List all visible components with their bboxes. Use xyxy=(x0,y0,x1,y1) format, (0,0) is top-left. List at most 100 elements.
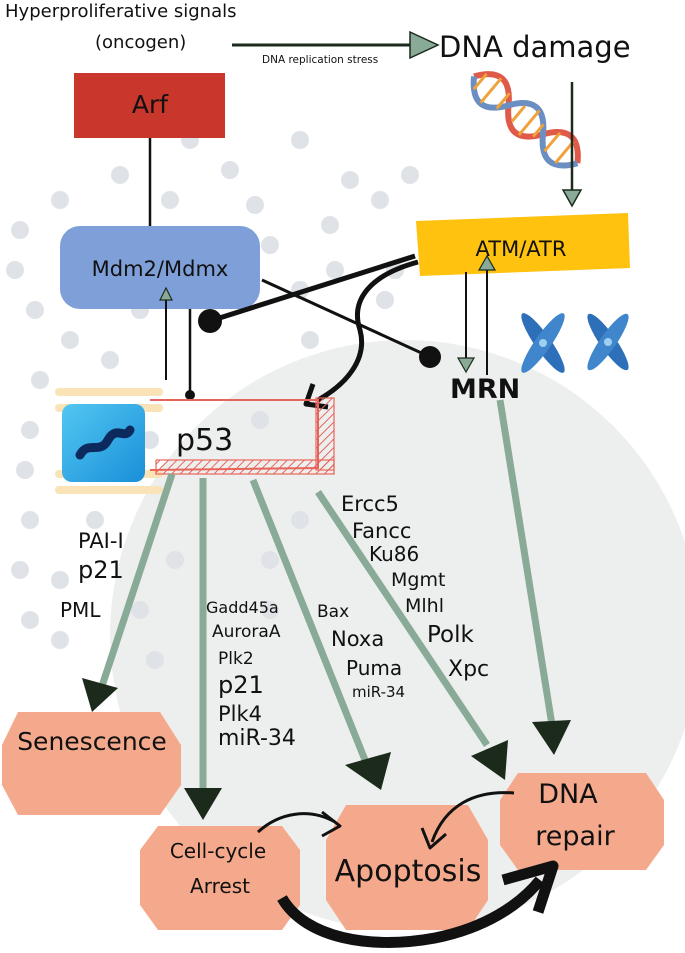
chromosome-icon xyxy=(521,313,565,373)
atm-label: ATM/ATR xyxy=(476,237,567,261)
mrn-to-repair-arrow xyxy=(496,399,556,726)
background-dot xyxy=(141,431,159,449)
gene-label: PAI-I xyxy=(78,529,124,553)
gene-label: Ku86 xyxy=(369,542,419,566)
repair-to-apoptosis-curve xyxy=(420,791,515,850)
background-dot xyxy=(61,331,79,349)
signal-label-line1: Hyperproliferative signals xyxy=(5,1,237,22)
gene-label: AuroraA xyxy=(212,622,281,642)
arf-label: Arf xyxy=(132,90,169,119)
background-dot xyxy=(11,221,29,239)
dna-repair-node: DNA repair xyxy=(500,773,664,870)
background-dot xyxy=(51,571,69,589)
gene-label: p21 xyxy=(218,671,264,699)
dna-helix-icon xyxy=(470,71,581,169)
p53-node: p53 xyxy=(55,388,335,494)
stress-label: DNA replication stress xyxy=(262,54,378,66)
background-dot xyxy=(221,161,239,179)
background-dot xyxy=(261,551,279,569)
gene-label: Puma xyxy=(346,656,402,680)
gene-label: Mlhl xyxy=(405,595,444,617)
gene-label: Noxa xyxy=(331,627,384,651)
senescence-node: Senescence xyxy=(2,712,181,815)
background-dot xyxy=(101,351,119,369)
arf-node: Arf xyxy=(74,73,225,138)
background-dot xyxy=(371,191,389,209)
p53-label: p53 xyxy=(176,423,233,458)
atm-mrn-arrows xyxy=(456,254,497,375)
mdm-label: Mdm2/Mdmx xyxy=(92,257,229,281)
background-dot xyxy=(31,371,49,389)
gene-label: Polk xyxy=(427,622,475,648)
senescence-label: Senescence xyxy=(17,727,167,756)
gene-label: Ercc5 xyxy=(341,492,399,516)
background-dot xyxy=(51,191,69,209)
background-dot xyxy=(401,166,419,184)
signal-label-line2: (oncogen) xyxy=(95,32,186,53)
background-dot xyxy=(376,291,394,309)
background-dot xyxy=(16,461,34,479)
gene-label: Mgmt xyxy=(391,569,445,591)
arrest-genes: Gadd45a AuroraA Plk2 p21 Plk4 miR-34 xyxy=(206,598,296,751)
background-dot xyxy=(246,196,264,214)
gene-label: Plk4 xyxy=(218,702,262,726)
repair-label-line1: DNA xyxy=(538,779,598,810)
gene-label: Bax xyxy=(317,602,349,622)
background-dot xyxy=(166,551,184,569)
background-dot xyxy=(11,561,29,579)
p53-to-senescence-arrow xyxy=(98,472,176,688)
background-dot xyxy=(111,166,129,184)
arrest-label-line1: Cell-cycle xyxy=(170,839,266,863)
repair-genes: Ercc5 Fancc Ku86 Mgmt Mlhl Polk Xpc xyxy=(341,492,489,682)
atm-inhibits-mdm-line xyxy=(198,253,416,333)
background-dot xyxy=(21,421,39,439)
background-dot xyxy=(261,236,279,254)
background-dot xyxy=(51,631,69,649)
background-dot xyxy=(326,261,344,279)
apoptosis-label: Apoptosis xyxy=(335,854,482,889)
background-dot xyxy=(21,511,39,529)
gene-label: miR-34 xyxy=(352,683,405,701)
gene-label: Gadd45a xyxy=(206,598,279,617)
gene-label: Plk2 xyxy=(218,649,254,669)
arrest-label-line2: Arrest xyxy=(190,874,250,898)
dna-damage-label: DNA damage xyxy=(439,30,631,64)
background-dot xyxy=(146,651,164,669)
background-dots xyxy=(6,131,419,669)
mdm-inhibits-mrn-line xyxy=(261,278,441,368)
protein-icon xyxy=(62,404,145,482)
p53-to-apoptosis-arrow xyxy=(249,478,369,762)
arrowheads xyxy=(82,678,571,820)
gene-label: PML xyxy=(60,598,101,622)
background-dot xyxy=(6,261,24,279)
stress-arrow xyxy=(232,30,440,60)
background-dot xyxy=(301,331,319,349)
background-dot xyxy=(26,301,44,319)
mrn-label: MRN xyxy=(450,374,520,405)
gene-label: Xpc xyxy=(448,657,489,682)
chromosome-icon xyxy=(587,313,629,371)
arrest-to-repair-thick-curve xyxy=(277,860,559,948)
background-dot xyxy=(291,131,309,149)
gene-label: p21 xyxy=(78,556,124,584)
background-dot xyxy=(21,611,39,629)
mdm-p53-links xyxy=(159,286,195,400)
gene-label: Fancc xyxy=(352,519,411,543)
background-dot xyxy=(86,511,104,529)
background-dot xyxy=(161,191,179,209)
mdm-node: Mdm2/Mdmx xyxy=(60,226,260,309)
background-dot xyxy=(341,171,359,189)
gene-label: miR-34 xyxy=(218,726,296,751)
atm-node: ATM/ATR xyxy=(416,213,630,276)
apoptosis-genes: Bax Noxa Puma miR-34 xyxy=(317,602,405,701)
outcome-arrows xyxy=(98,399,556,790)
damage-to-atm-arrow xyxy=(561,82,583,208)
background-dot xyxy=(261,601,279,619)
apoptosis-node: Apoptosis xyxy=(326,805,488,930)
senescence-genes: PAI-I p21 PML xyxy=(60,529,124,622)
background-dot xyxy=(131,601,149,619)
background-dot xyxy=(291,511,309,529)
repair-label-line2: repair xyxy=(535,821,615,852)
arrest-to-apoptosis-curve xyxy=(256,810,342,838)
p53-to-repair-arrow xyxy=(315,490,490,747)
